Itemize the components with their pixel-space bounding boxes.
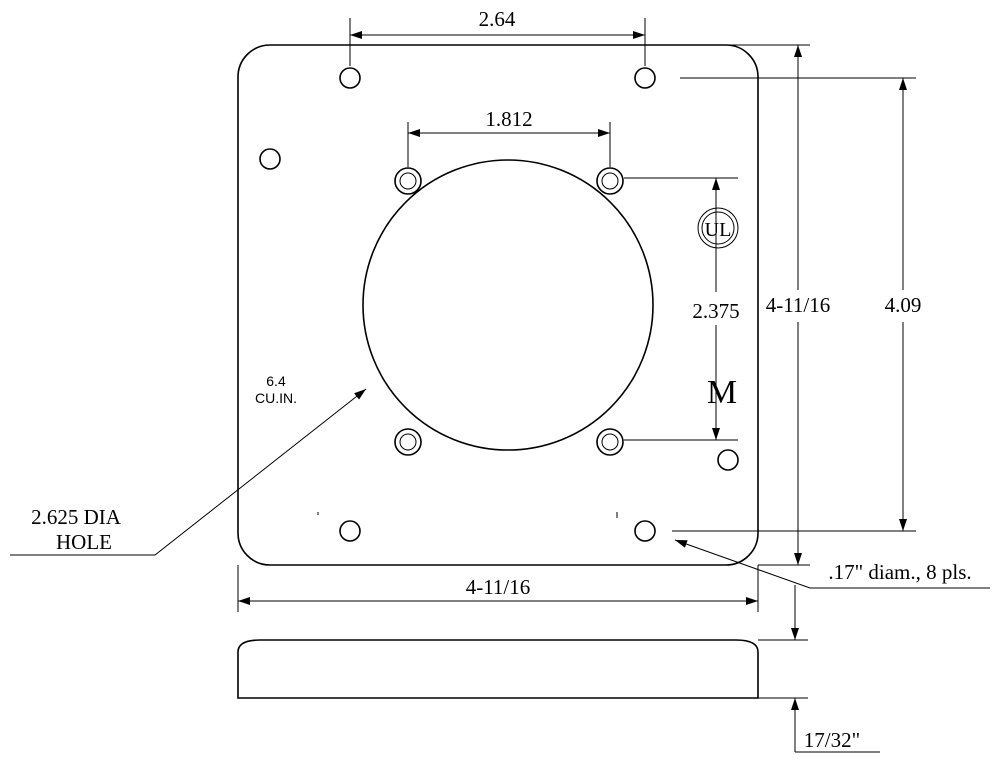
- plate-side-view: [237, 639, 759, 699]
- dim-label-thickness: 17/32": [804, 728, 860, 752]
- volume-unit: CU.IN.: [255, 390, 297, 406]
- side-hole-left: [259, 148, 281, 170]
- manufacturer-m-mark: M: [707, 374, 737, 411]
- corner-hole-bottom-left: [339, 520, 361, 542]
- side-hole-right: [717, 449, 739, 471]
- hole-label: HOLE: [56, 530, 112, 554]
- corner-hole-top-right: [634, 67, 656, 89]
- dim-label-2-64: 2.64: [479, 7, 516, 31]
- plate-outline: [237, 44, 759, 566]
- dim-label-1-812: 1.812: [485, 107, 532, 131]
- hole-dia-label: 2.625 DIA: [31, 505, 122, 529]
- corner-hole-top-left: [339, 67, 361, 89]
- svg-text:UL: UL: [705, 219, 732, 241]
- volume-value: 6.4: [266, 373, 286, 389]
- dim-label-plate-height: 4-11/16: [766, 293, 831, 317]
- inner-hole-bottom-left: [394, 428, 422, 456]
- inner-hole-bottom-right: [596, 428, 624, 456]
- inner-hole-top-left: [394, 167, 422, 195]
- corner-hole-bottom-right: [634, 520, 656, 542]
- inner-hole-top-right: [596, 167, 624, 195]
- dim-label-plate-width: 4-11/16: [466, 575, 531, 599]
- ul-listing-icon: UL: [697, 207, 739, 249]
- dim-label-2-375: 2.375: [692, 299, 739, 323]
- center-hole: [362, 159, 654, 451]
- small-hole-leader-line: [674, 539, 990, 589]
- hole-leader-line: [10, 388, 367, 556]
- small-hole-label: .17" diam., 8 pls.: [828, 560, 971, 584]
- dim-label-4-09: 4.09: [885, 293, 922, 317]
